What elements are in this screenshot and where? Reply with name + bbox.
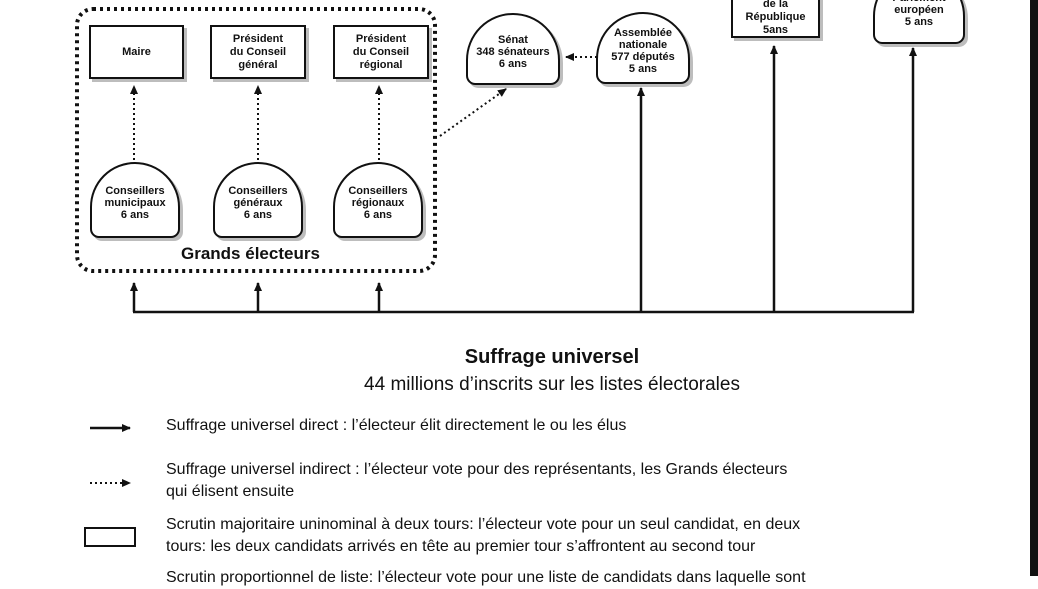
grands-electeurs-label: Grands électeurs [181, 244, 320, 263]
legend-indirect-text: Suffrage universel indirect : l’électeur… [166, 461, 788, 500]
suffrage-subtitle: 44 millions d’inscrits sur les listes él… [364, 374, 740, 395]
legend-proportionnel-text: Scrutin proportionnel de liste: l’électe… [166, 569, 806, 586]
senat-dome: Sénat 348 sénateurs 6 ans [466, 13, 560, 85]
grands-electeurs-group [75, 7, 437, 273]
president-republique-box: de la République 5ans [731, 0, 820, 38]
president-conseil-regional-box: Président du Conseil régional [333, 25, 429, 79]
dotted-arrow-to-senat [439, 88, 507, 137]
legend-direct-text: Suffrage universel direct : l’électeur é… [166, 417, 627, 434]
suffrage-title: Suffrage universel [464, 346, 640, 368]
maire-box: Maire [89, 25, 184, 79]
parlement-europeen-dome: Parlement européen 5 ans [873, 0, 965, 44]
conseillers-regionaux-dome: Conseillers régionaux 6 ans [333, 162, 423, 238]
legend-majoritaire-text: Scrutin majoritaire uninominal à deux to… [166, 516, 801, 555]
conseillers-municipaux-dome: Conseillers municipaux 6 ans [90, 162, 180, 238]
assemblee-nationale-dome: Assemblée nationale 577 députés 5 ans [596, 12, 690, 84]
president-conseil-general-box: Président du Conseil général [210, 25, 306, 79]
page-frame [1030, 0, 1038, 576]
legend-rectangle-symbol [84, 527, 136, 547]
conseillers-generaux-dome: Conseillers généraux 6 ans [213, 162, 303, 238]
connector-layer [75, 7, 917, 487]
